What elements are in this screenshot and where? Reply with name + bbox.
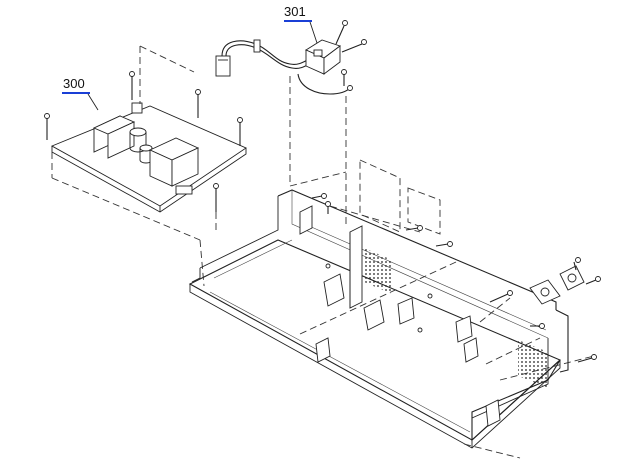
connector-brackets: [529, 265, 585, 305]
power-supply-board: [44, 45, 247, 287]
callout-300-leader: [87, 93, 99, 111]
shield-plates: [359, 159, 441, 235]
frame-screws: [311, 193, 601, 363]
callout-300-label: 300: [63, 76, 85, 91]
harness-connector: [215, 20, 367, 226]
callout-301: 301: [284, 4, 319, 47]
callout-300: 300: [62, 76, 99, 111]
callout-301-label: 301: [284, 4, 306, 19]
chassis-frame: [188, 189, 595, 459]
callout-301-leader: [309, 21, 319, 47]
